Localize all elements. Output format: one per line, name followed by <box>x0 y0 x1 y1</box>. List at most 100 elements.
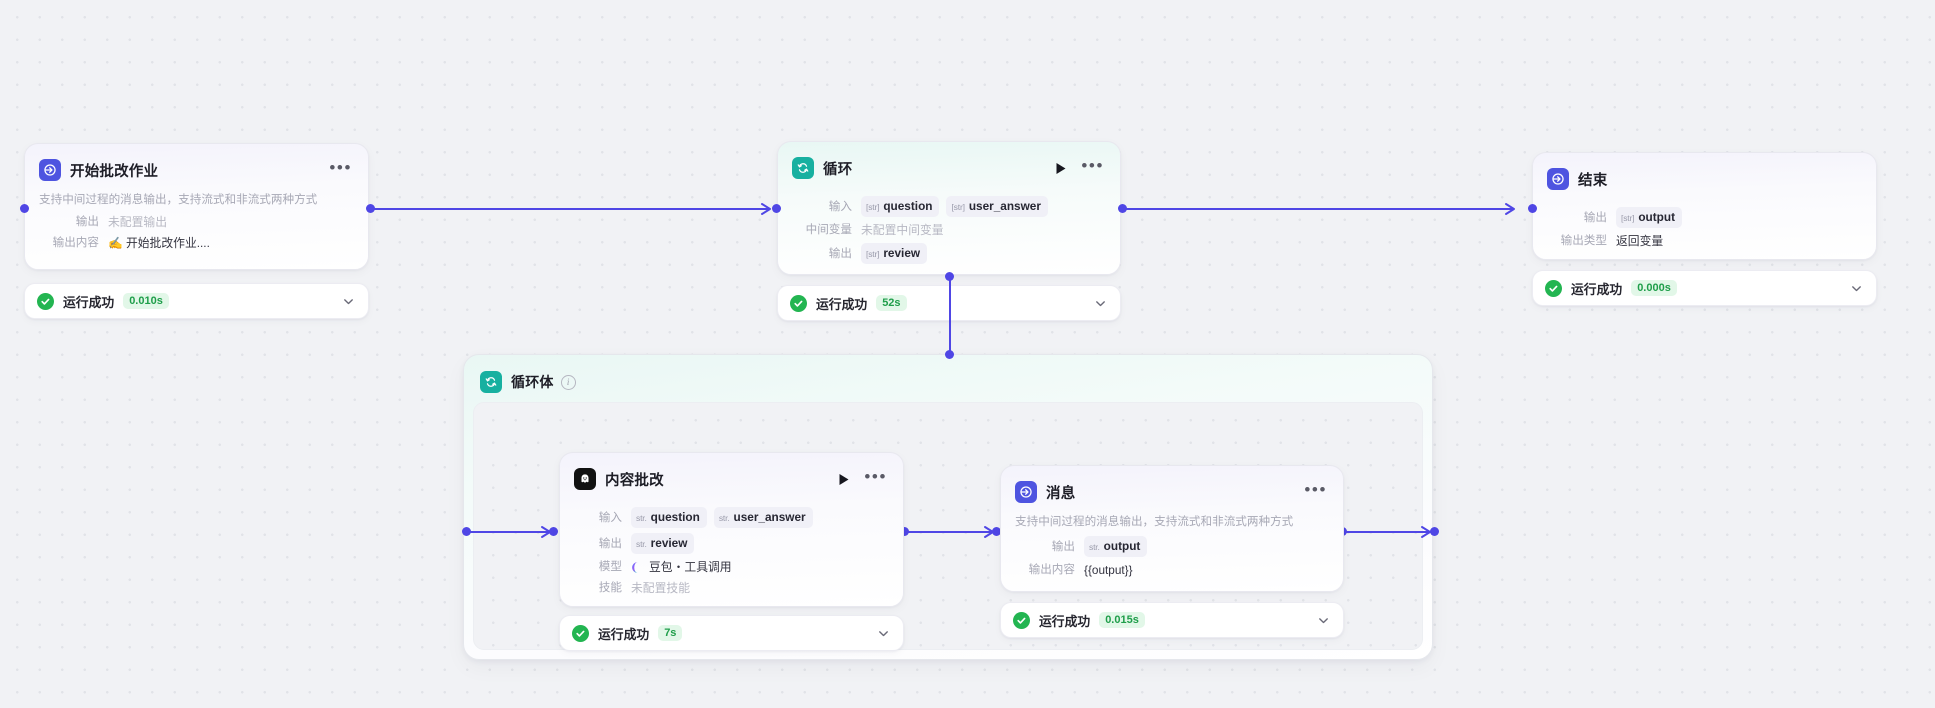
row-value: ✍️ 开始批改作业.... <box>108 236 210 250</box>
chip-name: user_answer <box>733 510 806 524</box>
edge-loop-to-loopbody[interactable] <box>949 280 951 355</box>
variable-chip[interactable]: [str] review <box>861 243 928 264</box>
status-duration: 7s <box>658 625 683 641</box>
port-start-output[interactable] <box>366 204 375 213</box>
node-end-row-output-type: 输出类型 返回变量 <box>1547 233 1860 249</box>
variable-chip[interactable]: [str] user_answer <box>946 196 1048 217</box>
node-start-status-bar[interactable]: 运行成功 0.010s <box>24 283 369 319</box>
edge-arrow-loop-to-end <box>1504 202 1518 216</box>
node-end-status-bar[interactable]: 运行成功 0.000s <box>1532 270 1877 306</box>
edge-loopentry-to-content-review[interactable] <box>468 531 553 533</box>
chevron-down-icon[interactable] <box>1094 297 1107 310</box>
variable-chip[interactable]: [str] output <box>1616 207 1683 228</box>
port-message-input[interactable] <box>992 527 1001 536</box>
node-start-body: 支持中间过程的消息输出，支持流式和非流式两种方式 输出 未配置输出 输出内容 ✍… <box>25 183 368 270</box>
chevron-down-icon[interactable] <box>342 295 355 308</box>
variable-chip[interactable]: str. output <box>1084 536 1148 557</box>
node-message-description: 支持中间过程的消息输出，支持流式和非流式两种方式 <box>1015 515 1294 528</box>
node-start-batch-grading[interactable]: 开始批改作业 ••• 支持中间过程的消息输出，支持流式和非流式两种方式 输出 未… <box>24 143 369 270</box>
row-key: 输出类型 <box>1560 234 1607 247</box>
row-key: 中间变量 <box>805 223 852 236</box>
more-options-icon[interactable]: ••• <box>1081 156 1104 175</box>
node-end[interactable]: 结束 输出 [str] output 输出类型 返回变量 <box>1532 152 1877 260</box>
row-value: 未配置技能 <box>631 581 690 595</box>
chip-type-tag: str. <box>636 539 647 549</box>
port-loopbody-top[interactable] <box>945 350 954 359</box>
row-value: 未配置中间变量 <box>861 223 944 237</box>
node-start-header: 开始批改作业 ••• <box>25 144 368 183</box>
more-options-icon[interactable]: ••• <box>864 467 887 486</box>
end-arrow-icon <box>1547 168 1569 190</box>
node-loop-row-output: 输出 [str] review <box>792 243 1104 264</box>
chip-type-tag: [str] <box>866 202 880 212</box>
more-options-icon[interactable]: ••• <box>1304 480 1327 499</box>
loop-icon <box>792 157 814 179</box>
variable-chip[interactable]: str. review <box>631 533 695 554</box>
port-end-input[interactable] <box>1528 204 1537 213</box>
variable-chip[interactable]: str. user_answer <box>713 507 813 528</box>
status-label: 运行成功 <box>63 294 115 310</box>
row-value: [str] output <box>1616 207 1683 228</box>
status-label: 运行成功 <box>598 626 650 642</box>
chip-type-tag: [str] <box>866 249 880 259</box>
chip-type-tag: [str] <box>951 202 965 212</box>
status-label: 运行成功 <box>1039 613 1091 629</box>
node-loop[interactable]: 循环 ••• 输入 [str] question [str] user_answ… <box>777 141 1121 275</box>
variable-chip[interactable]: str. question <box>631 507 707 528</box>
port-content-review-output[interactable] <box>900 527 909 536</box>
edge-message-to-loopexit[interactable] <box>1344 531 1434 533</box>
run-icon[interactable] <box>1053 160 1069 176</box>
row-key: 输入 <box>598 510 622 524</box>
edge-loop-to-end[interactable] <box>1124 208 1514 210</box>
node-content-review-body: 输入 str. question str. user_answer 输出 <box>560 492 903 615</box>
row-key: 输出 <box>1583 210 1607 224</box>
info-icon[interactable]: i <box>560 374 576 390</box>
doubao-model-icon <box>631 561 644 574</box>
status-label: 运行成功 <box>1571 281 1623 297</box>
row-value: str. question str. user_answer <box>631 507 813 528</box>
port-loop-input[interactable] <box>772 204 781 213</box>
node-content-review[interactable]: 内容批改 ••• 输入 str. question str. user_answ… <box>559 452 904 607</box>
chevron-down-icon[interactable] <box>1317 614 1330 627</box>
row-key: 输出 <box>598 536 622 550</box>
run-icon[interactable] <box>836 471 852 487</box>
node-message-status-bar[interactable]: 运行成功 0.015s <box>1000 602 1344 638</box>
port-loopbody-exit[interactable] <box>1430 527 1439 536</box>
row-key: 技能 <box>598 581 622 594</box>
port-loop-bottom[interactable] <box>945 272 954 281</box>
status-duration: 0.015s <box>1099 612 1145 628</box>
row-value: 返回变量 <box>1616 234 1664 248</box>
node-content-review-status-bar[interactable]: 运行成功 7s <box>559 615 904 651</box>
loop-icon <box>480 371 502 393</box>
status-duration: 52s <box>876 295 907 311</box>
more-options-icon[interactable]: ••• <box>329 158 352 177</box>
row-key: 输出 <box>75 215 99 228</box>
node-end-body: 输出 [str] output 输出类型 返回变量 <box>1533 192 1876 268</box>
chevron-down-icon[interactable] <box>877 627 890 640</box>
node-message[interactable]: 消息 ••• 支持中间过程的消息输出，支持流式和非流式两种方式 输出 str. … <box>1000 465 1344 592</box>
status-duration: 0.000s <box>1631 280 1677 296</box>
node-loop-header: 循环 ••• <box>778 142 1120 181</box>
chip-type-tag: str. <box>636 513 647 523</box>
node-end-header: 结束 <box>1533 153 1876 192</box>
edge-content-review-to-message[interactable] <box>906 531 996 533</box>
port-content-review-input[interactable] <box>549 527 558 536</box>
port-loopbody-entry[interactable] <box>462 527 471 536</box>
port-loop-output[interactable] <box>1118 204 1127 213</box>
row-value: 未配置输出 <box>108 215 167 229</box>
edge-start-to-loop[interactable] <box>372 208 770 210</box>
node-content-review-row-skill: 技能 未配置技能 <box>574 580 887 596</box>
edge-arrow-start-to-loop <box>760 202 774 216</box>
success-check-icon <box>572 624 589 642</box>
chip-name: question <box>883 199 933 213</box>
chevron-down-icon[interactable] <box>1850 282 1863 295</box>
start-arrow-icon <box>39 159 61 181</box>
loop-body-header: 循环体 i <box>464 355 1432 395</box>
chip-name: output <box>1638 210 1676 224</box>
node-start-row-output-content: 输出内容 ✍️ 开始批改作业.... <box>39 235 352 251</box>
variable-chip[interactable]: [str] question <box>861 196 940 217</box>
port-start-input[interactable] <box>20 204 29 213</box>
success-check-icon <box>790 294 807 312</box>
node-message-row-output-content: 输出内容 {{output}} <box>1015 562 1327 578</box>
